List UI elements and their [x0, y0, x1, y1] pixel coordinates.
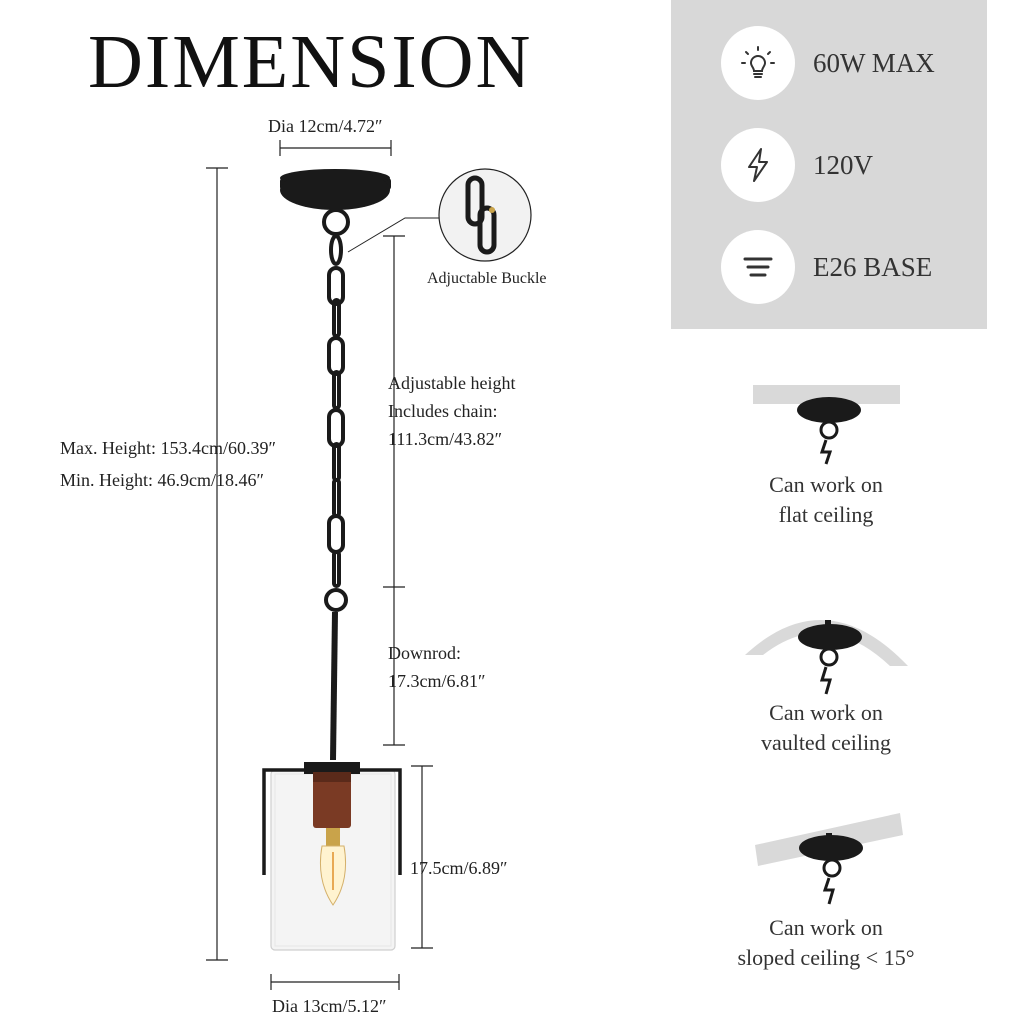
downrod	[330, 611, 338, 761]
chain	[322, 208, 350, 612]
canopy-dia-label: Dia 12cm/4.72″	[268, 116, 383, 136]
caption-line: flat ceiling	[778, 501, 874, 527]
downrod-label: Downrod:	[388, 643, 461, 663]
spec-base: E26 BASE	[721, 230, 932, 304]
chain-downrod-line	[383, 235, 405, 746]
glass-shade	[262, 762, 402, 951]
caption-line: vaulted ceiling	[760, 729, 892, 755]
caption-line: Can work on	[769, 915, 883, 940]
caption-line: sloped ceiling < 15°	[737, 944, 915, 970]
overall-height-line	[206, 167, 228, 961]
shade-height-line	[411, 765, 433, 949]
shade-dia-line	[270, 974, 400, 990]
shade-dia-label: Dia 13cm/5.12″	[272, 996, 387, 1016]
flat-ceiling-caption: Can work on flat ceiling	[706, 470, 946, 529]
caption-line: Can work on	[769, 700, 883, 725]
sloped-ceiling-icon	[755, 813, 903, 905]
vaulted-ceiling-caption: Can work on vaulted ceiling	[706, 698, 946, 757]
max-height-label: Max. Height: 153.4cm/60.39″	[60, 438, 276, 458]
spec-text: 60W MAX	[813, 47, 935, 78]
base-lines-icon	[721, 230, 795, 304]
shade-height-label: 17.5cm/6.89″	[410, 858, 508, 878]
min-height-label: Min. Height: 46.9cm/18.46″	[60, 470, 264, 490]
adjustable-height-label: Adjustable height	[388, 373, 516, 393]
lightning-bolt-icon	[721, 128, 795, 202]
caption-line: Can work on	[769, 472, 883, 497]
spec-voltage: 120V	[721, 128, 873, 202]
spec-text: 120V	[813, 149, 873, 180]
canopy	[280, 169, 391, 210]
light-bulb-icon	[721, 26, 795, 100]
specs-panel: 60W MAX 120V E26 BASE	[671, 0, 987, 329]
spec-wattage: 60W MAX	[721, 26, 935, 100]
page-title: DIMENSION	[88, 20, 533, 104]
buckle-label: Adjuctable Buckle	[427, 270, 547, 287]
canopy-dia-line	[279, 140, 392, 156]
downrod-length-label: 17.3cm/6.81″	[388, 671, 486, 691]
spec-text: E26 BASE	[813, 251, 933, 282]
includes-chain-label: Includes chain:	[388, 401, 498, 421]
flat-ceiling-icon	[753, 385, 900, 465]
buckle-callout	[347, 168, 532, 262]
sloped-ceiling-caption: Can work on sloped ceiling < 15°	[706, 913, 946, 972]
vaulted-ceiling-icon	[745, 620, 908, 695]
chain-length-label: 111.3cm/43.82″	[388, 429, 503, 449]
